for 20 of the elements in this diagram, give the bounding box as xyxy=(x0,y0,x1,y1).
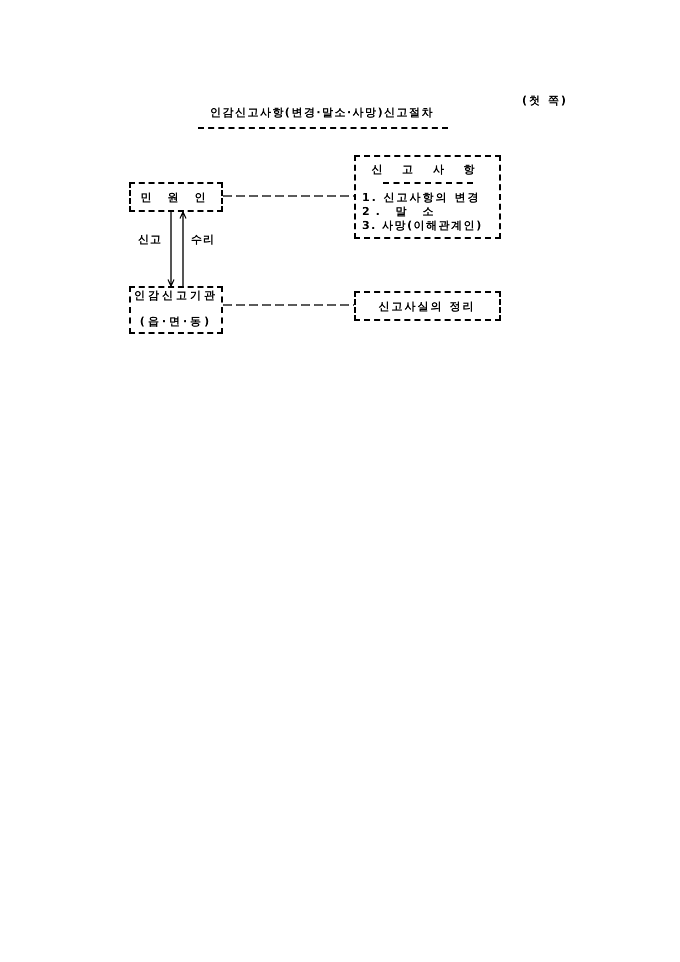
title: 인감신고사항(변경·말소·사망)신고절차 xyxy=(210,106,434,119)
edge-label: 신고 xyxy=(137,233,163,246)
process-box xyxy=(129,182,223,212)
process-box xyxy=(354,155,501,239)
box-heading: 신 고 사 항 xyxy=(371,163,483,176)
list-item: 3. 사망(이해관계인) xyxy=(362,219,483,232)
page-label: (첫 쪽) xyxy=(522,94,568,107)
box-text: 민 원 인 xyxy=(140,191,212,204)
box-text: (읍·면·동) xyxy=(140,315,212,328)
connector-line xyxy=(223,304,354,306)
connector-line xyxy=(223,195,354,197)
process-box xyxy=(129,286,223,334)
list-item: 2. 말 소 xyxy=(362,205,440,218)
box-text: 신고사실의 정리 xyxy=(378,300,476,313)
list-item: 1. 신고사항의 변경 xyxy=(362,191,480,204)
process-box xyxy=(354,291,501,321)
box-text: 인감신고기관 xyxy=(134,289,218,302)
edge-label: 수리 xyxy=(190,233,216,246)
arrow xyxy=(179,211,187,286)
arrow xyxy=(167,212,175,287)
